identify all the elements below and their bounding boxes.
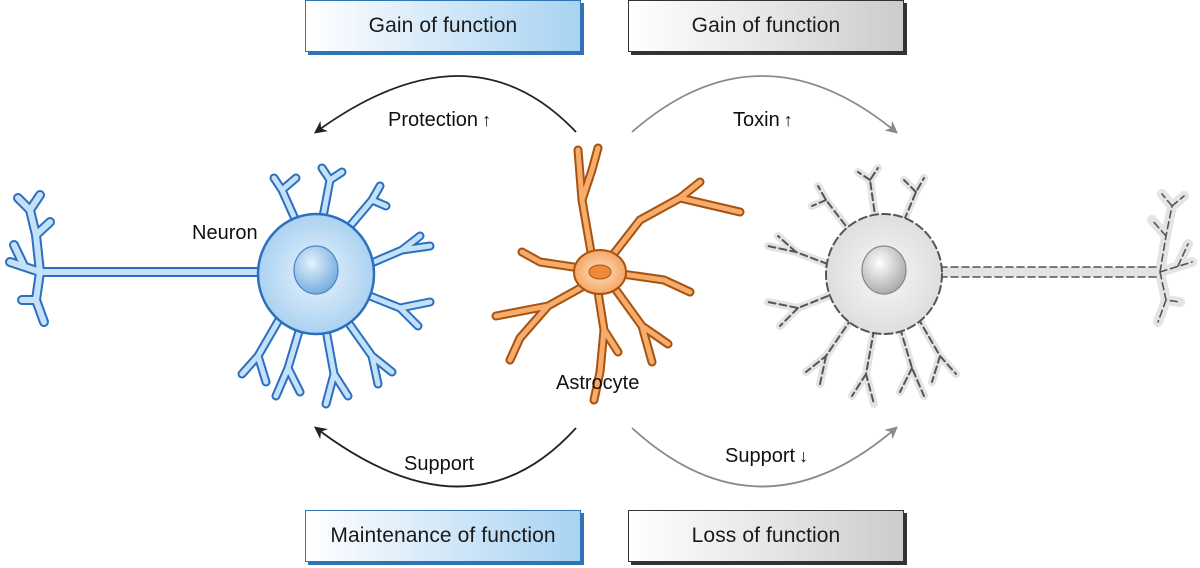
label-support-left: Support bbox=[404, 453, 475, 475]
arrow-support-left bbox=[313, 426, 577, 488]
arrow-toxin bbox=[631, 75, 898, 134]
box-maintenance-of-function-text: Maintenance of function bbox=[330, 524, 556, 547]
damaged-neuron bbox=[764, 164, 1197, 408]
box-gain-of-function-left: Gain of function bbox=[305, 0, 581, 52]
arrow-support-right bbox=[631, 426, 898, 488]
label-protection: Protection↑ bbox=[388, 109, 491, 132]
box-gain-of-function-left-text: Gain of function bbox=[368, 14, 518, 37]
label-support-right: Support↓ bbox=[725, 445, 808, 468]
label-neuron: Neuron bbox=[192, 222, 258, 244]
box-gain-of-function-right: Gain of function bbox=[628, 0, 904, 52]
label-toxin: Toxin↑ bbox=[733, 109, 793, 132]
label-support-right-text: Support bbox=[725, 445, 796, 467]
label-toxin-text: Toxin bbox=[733, 109, 780, 131]
neuron-nucleus bbox=[293, 245, 339, 295]
label-protection-text: Protection bbox=[388, 109, 479, 131]
box-loss-of-function-text: Loss of function bbox=[691, 524, 841, 547]
down-arrow-icon: ↓ bbox=[799, 446, 809, 466]
up-arrow-icon: ↑ bbox=[783, 110, 793, 130]
arrow-protection bbox=[313, 75, 577, 134]
box-gain-of-function-right-text: Gain of function bbox=[691, 14, 841, 37]
box-loss-of-function: Loss of function bbox=[628, 510, 904, 562]
box-maintenance-of-function: Maintenance of function bbox=[305, 510, 581, 562]
label-astrocyte: Astrocyte bbox=[556, 372, 640, 394]
astrocyte-cell bbox=[491, 143, 745, 405]
healthy-neuron bbox=[5, 163, 435, 409]
astrocyte-nucleus bbox=[588, 264, 612, 280]
up-arrow-icon: ↑ bbox=[482, 110, 492, 130]
damaged-neuron-nucleus bbox=[861, 245, 907, 295]
